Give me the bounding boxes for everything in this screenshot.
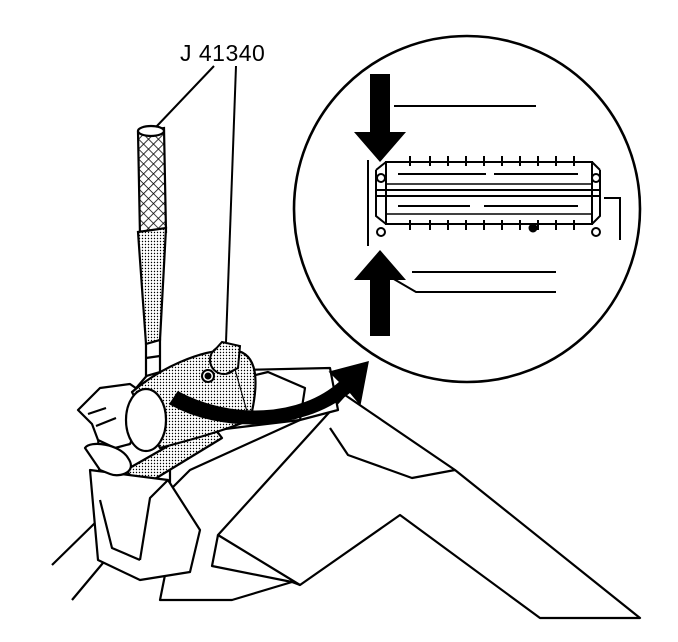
magnified-detail [292,34,642,384]
up-arrow-icon [354,250,406,336]
down-arrow-icon [354,74,406,162]
curved-arrow [168,360,369,425]
callout-leaders [155,65,237,343]
tool-callout-label: J 41340 [180,40,266,66]
adjuster-knob [201,340,242,383]
tool-handle [136,124,168,378]
